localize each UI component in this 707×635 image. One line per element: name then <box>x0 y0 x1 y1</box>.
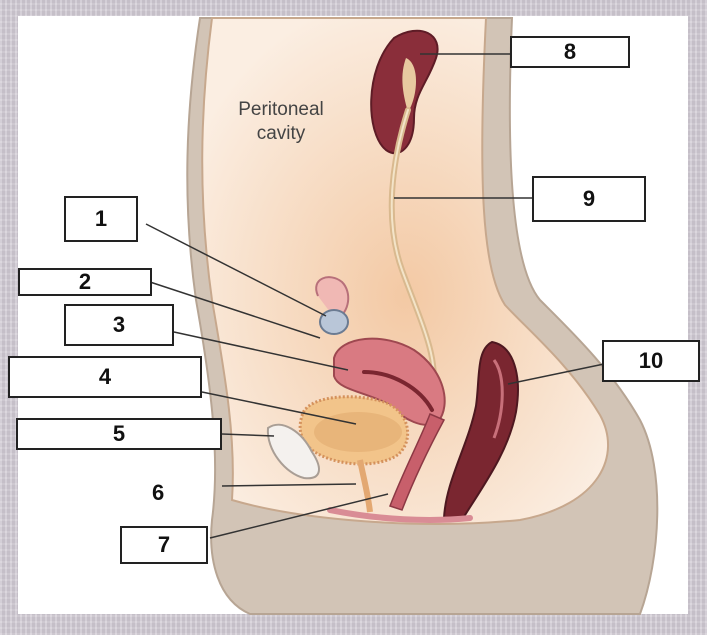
label-box-2: 2 <box>18 268 152 296</box>
label-box-8: 8 <box>510 36 630 68</box>
pubic-bone <box>266 423 320 480</box>
rectum-lumen <box>492 359 504 439</box>
renal-pelvis <box>402 58 416 112</box>
fallopian-tube <box>315 276 350 321</box>
urethra <box>357 459 373 513</box>
label-box-3: 3 <box>64 304 174 346</box>
perineum <box>327 507 473 523</box>
leader-6 <box>221 483 357 487</box>
label-box-5: 5 <box>16 418 222 450</box>
leader-10 <box>507 363 605 385</box>
label-box-1: 1 <box>64 196 138 242</box>
label-box-10: 10 <box>602 340 700 382</box>
ovary <box>319 309 349 335</box>
peritoneal-cavity-label: Peritoneal cavity <box>222 98 340 146</box>
uterine-cavity <box>362 370 434 412</box>
leader-2 <box>149 281 321 339</box>
cavity-label-line2: cavity <box>256 123 306 144</box>
label-6: 6 <box>152 480 165 505</box>
leader-1 <box>145 223 327 317</box>
vagina <box>389 413 446 511</box>
label-box-4: 4 <box>8 356 202 398</box>
bladder-lumen <box>314 412 402 452</box>
label-box-7: 7 <box>120 526 208 564</box>
label-box-9: 9 <box>532 176 646 222</box>
leader-3 <box>173 331 349 371</box>
leader-7 <box>209 493 389 539</box>
leader-4 <box>201 391 357 425</box>
leader-lines <box>145 53 605 539</box>
ureter-inner <box>390 109 436 401</box>
cavity-label-line1: Peritoneal <box>238 99 324 120</box>
leader-5 <box>221 433 275 437</box>
